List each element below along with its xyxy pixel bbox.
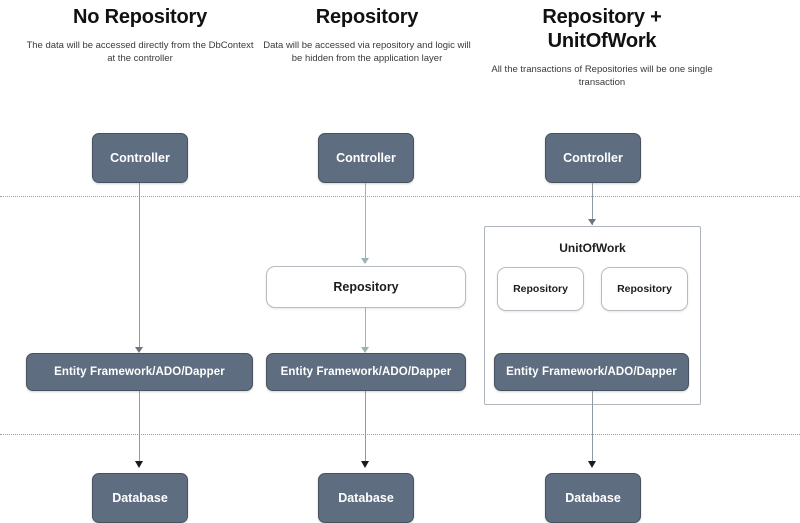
column-subtitle: The data will be accessed directly from … (26, 40, 254, 64)
node-database-col1[interactable]: Database (92, 473, 188, 523)
arrowhead-ef-to-database-col1 (135, 461, 143, 468)
column-title: No Repository (72, 6, 208, 28)
layer-divider-top (0, 196, 800, 197)
column-header-repository-unitofwork: Repository + UnitOfWork All the transact… (488, 5, 716, 89)
column-title: Repository (315, 6, 419, 28)
node-label: Database (338, 491, 394, 505)
node-database-col2[interactable]: Database (318, 473, 414, 523)
connector-repository-to-ef-col2 (365, 308, 366, 351)
node-entity-framework-col1[interactable]: Entity Framework/ADO/Dapper (26, 353, 253, 391)
node-label: Repository (617, 283, 672, 295)
connector-ef-to-database-col2 (365, 391, 366, 465)
column-subtitle: All the transactions of Repositories wil… (491, 64, 713, 88)
node-label: Controller (563, 151, 623, 165)
node-label: Entity Framework/ADO/Dapper (506, 366, 677, 378)
arrowhead-repository-to-ef-col2 (361, 347, 369, 353)
column-subtitle: Data will be accessed via repository and… (263, 40, 471, 64)
arrowhead-ef-to-database-col3 (588, 461, 596, 468)
connector-controller-to-ef-col1 (139, 183, 140, 351)
node-label: Entity Framework/ADO/Dapper (280, 366, 452, 378)
arrowhead-controller-to-repository-col2 (361, 258, 369, 264)
node-label: Controller (110, 151, 170, 165)
connector-controller-to-repository-col2 (365, 183, 366, 263)
node-label: Entity Framework/ADO/Dapper (54, 366, 225, 378)
node-repository-col3-left[interactable]: Repository (497, 267, 584, 311)
node-database-col3[interactable]: Database (545, 473, 641, 523)
node-repository-col3-right[interactable]: Repository (601, 267, 688, 311)
column-title: Repository + UnitOfWork (542, 6, 662, 52)
node-repository-col2[interactable]: Repository (266, 266, 466, 308)
connector-ef-to-database-col3 (592, 391, 593, 465)
node-label: Controller (336, 151, 396, 165)
node-label: Repository (333, 280, 399, 294)
connector-ef-to-database-col1 (139, 391, 140, 465)
node-controller-col3[interactable]: Controller (545, 133, 641, 183)
node-controller-col2[interactable]: Controller (318, 133, 414, 183)
arrowhead-controller-to-unitofwork-col3 (588, 219, 596, 225)
node-label: Database (112, 491, 168, 505)
node-label: Repository (513, 283, 568, 295)
column-header-no-repository: No Repository The data will be accessed … (22, 5, 258, 65)
connector-controller-to-unitofwork-col3 (592, 183, 593, 225)
node-label: Database (565, 491, 621, 505)
unitofwork-label: UnitOfWork (559, 241, 626, 255)
arrowhead-ef-to-database-col2 (361, 461, 369, 468)
arrowhead-controller-to-ef-col1 (135, 347, 143, 353)
node-entity-framework-col3[interactable]: Entity Framework/ADO/Dapper (494, 353, 689, 391)
node-entity-framework-col2[interactable]: Entity Framework/ADO/Dapper (266, 353, 466, 391)
node-controller-col1[interactable]: Controller (92, 133, 188, 183)
column-header-repository: Repository Data will be accessed via rep… (258, 5, 476, 65)
layer-divider-bottom (0, 434, 800, 435)
